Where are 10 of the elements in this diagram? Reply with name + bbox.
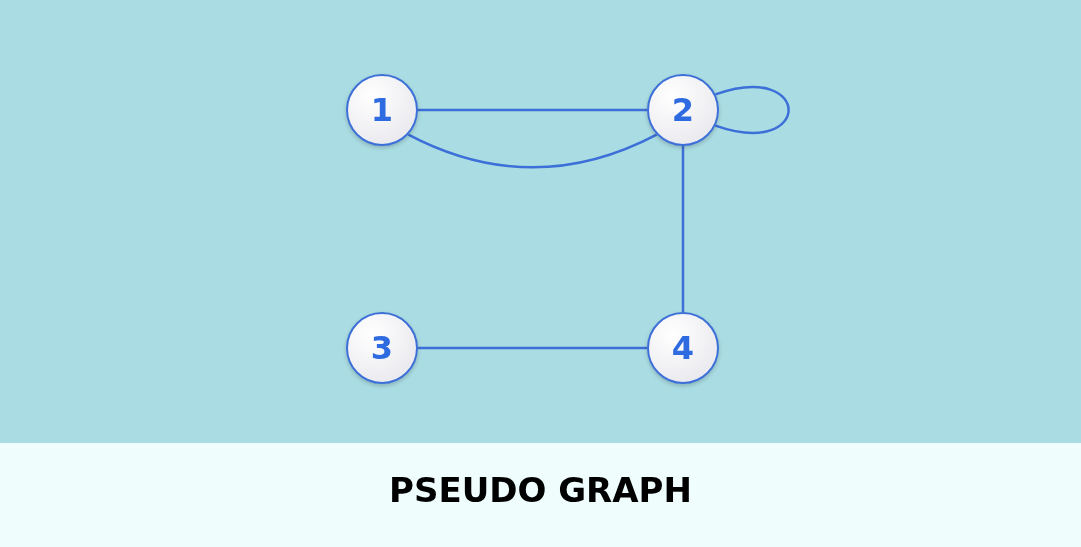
caption: PSEUDO GRAPH — [389, 470, 692, 510]
self-loop-edge — [715, 85, 790, 135]
vertex-label: 1 — [370, 91, 394, 129]
vertex-label: 2 — [671, 91, 695, 129]
vertex-label: 4 — [671, 329, 695, 367]
vertex-label: 3 — [370, 329, 394, 367]
edge-line — [418, 346, 647, 350]
edge-line — [681, 146, 685, 312]
edge-line — [407, 133, 658, 169]
edge-line — [418, 108, 647, 112]
